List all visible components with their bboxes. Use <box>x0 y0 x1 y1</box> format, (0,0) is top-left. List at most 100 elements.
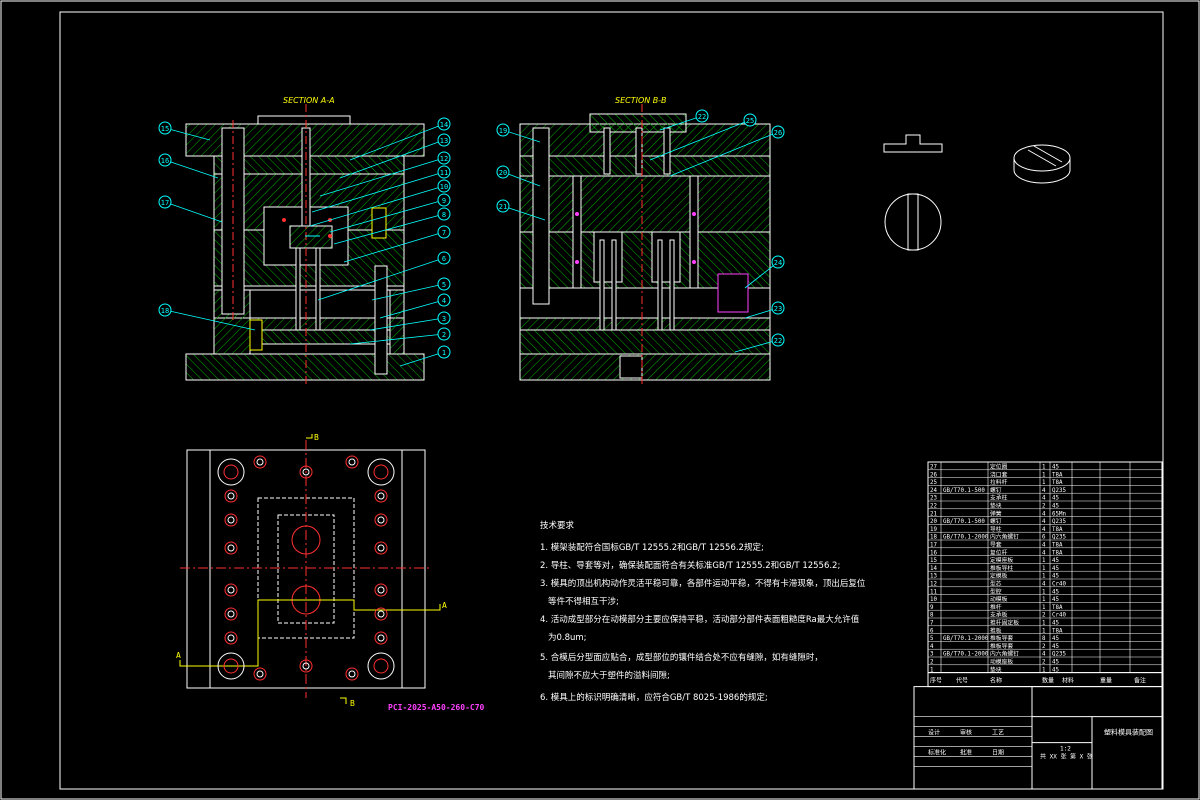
balloon-label: 13 <box>440 137 448 145</box>
bom-cell: GB/T70.1-500 <box>943 519 985 525</box>
balloon-circle <box>437 207 451 221</box>
bom-cell: 45 <box>1052 558 1059 564</box>
screw-hole <box>374 631 388 645</box>
a-detail-dot-1 <box>282 218 286 222</box>
a-ejector-pin-1 <box>295 247 301 331</box>
bom-cell: 1 <box>1042 480 1046 486</box>
b-detail-dot-3 <box>575 260 579 264</box>
balloon-leader <box>309 185 445 227</box>
bom-cell: 内六角螺钉 <box>990 650 1019 658</box>
screw-hole-inner <box>256 458 264 466</box>
bom-cell: 1 <box>1042 589 1046 595</box>
bom-cell: 7 <box>930 621 934 627</box>
bom-cell: 45 <box>1052 504 1059 510</box>
bom-cell: 4 <box>1042 582 1046 588</box>
sig-label: 设计 <box>928 729 940 737</box>
bom-cell: T8A <box>1052 472 1063 478</box>
bom-cell: 45 <box>1052 496 1059 502</box>
sig-label: 审核 <box>960 729 972 737</box>
screw-hole <box>374 607 388 621</box>
sig-label: 工艺 <box>992 729 1004 737</box>
b-ejector-pin-1 <box>599 239 605 331</box>
balloon-label: 16 <box>161 157 169 165</box>
plan-label-a-left: A <box>176 651 181 660</box>
bom-cell: T8A <box>1052 550 1063 556</box>
b-runner-2 <box>635 127 643 175</box>
balloon-circle <box>743 113 757 127</box>
balloon-label: 4 <box>442 297 446 305</box>
note-line: 6. 模具上的标识明确清晰，应符合GB/T 8025-1986的规定; <box>540 692 768 703</box>
screw-hole-inner <box>302 468 310 476</box>
bom-cell: 1 <box>930 667 934 673</box>
bom-cell: T8A <box>1052 543 1063 549</box>
bom-cell: 17 <box>930 543 937 549</box>
screw-hole-inner <box>227 492 235 500</box>
bom-cell: 型芯 <box>990 580 1002 588</box>
bom-cell: 2 <box>1042 644 1046 650</box>
part-top-slot <box>907 193 919 251</box>
bom-cell: 4 <box>1042 488 1046 494</box>
screw-hole <box>224 607 238 621</box>
screw-hole-inner <box>348 458 356 466</box>
bom-cell: Q235 <box>1052 535 1066 541</box>
bom-cell: T8A <box>1052 527 1063 533</box>
part-front-view <box>883 134 943 153</box>
bom-cell: 1 <box>1042 465 1046 471</box>
bom-cell: 4 <box>1042 527 1046 533</box>
screw-hole-inner <box>348 670 356 678</box>
plan-code: PCI-2025-A50-260-C70 <box>388 703 485 712</box>
screw-hole-inner <box>377 492 385 500</box>
bom-cell: 4 <box>1042 543 1046 549</box>
section-b-b-view: SECTION B-B <box>519 96 771 385</box>
b-runner-3 <box>663 127 671 175</box>
bom-cell: 24 <box>930 488 937 494</box>
bom-cell: 动模板 <box>990 595 1008 603</box>
screw-hole <box>299 465 313 479</box>
bom-cell: 45 <box>1052 621 1059 627</box>
bom-cell: 螺钉 <box>990 486 1002 494</box>
b-cavity-plate <box>519 175 771 233</box>
note-line: 5. 合模后分型面应贴合，成型部位的镶件结合处不应有缝隙，如有缝隙时， <box>540 652 823 663</box>
technical-notes: 技术要求 1. 模架装配符合国标GB/T 12555.2和GB/T 12556.… <box>540 520 866 703</box>
b-ejector-hole <box>619 355 643 379</box>
bom-cell: 15 <box>930 558 937 564</box>
a-locating-ring <box>257 115 351 125</box>
balloon-circle <box>158 195 172 209</box>
bom-cell: 8 <box>930 613 934 619</box>
bom-cell: 1 <box>1042 472 1046 478</box>
bom-header-cell: 材料 <box>1062 677 1074 685</box>
balloon-circle <box>496 123 510 137</box>
balloon-leader <box>333 213 445 245</box>
bom-cell: 4 <box>1042 519 1046 525</box>
bom-cell: T8A <box>1052 605 1063 611</box>
screw-hole-inner <box>227 610 235 618</box>
b-guide-pillar <box>532 127 550 305</box>
screw-hole <box>345 455 359 469</box>
bom-cell: 45 <box>1052 574 1059 580</box>
b-detail-dot-4 <box>692 260 696 264</box>
balloon-circle <box>771 333 785 347</box>
bom-cell: 推杆固定板 <box>990 619 1019 627</box>
a-screw <box>249 319 263 351</box>
bom-cell: 推板 <box>990 626 1002 634</box>
balloon-label: 22 <box>698 113 706 121</box>
balloon-leader <box>164 201 223 223</box>
bom-cell: GB/T70.1-2000 <box>943 652 989 658</box>
bom-cell: 14 <box>930 566 937 572</box>
bom-cell: 1 <box>1042 597 1046 603</box>
bom-header-cell: 序号 <box>930 677 942 685</box>
balloon-label: 19 <box>499 127 507 135</box>
b-ejector-pin-3 <box>657 239 663 331</box>
balloon-circle <box>437 293 451 307</box>
bom-cell: 动模座板 <box>990 658 1013 666</box>
b-side-pin-2 <box>689 175 699 289</box>
screw-hole <box>374 541 388 555</box>
screw-hole-inner <box>256 670 264 678</box>
b-fixed-plate <box>519 155 771 177</box>
notes-title: 技术要求 <box>540 520 575 531</box>
plan-cut-b-top <box>306 434 313 439</box>
balloon-label: 10 <box>440 183 448 191</box>
note-line: 等件不得相互干涉; <box>548 596 619 607</box>
bom-cell: Cr40 <box>1052 582 1066 588</box>
bom-cell: 弹簧 <box>990 509 1002 517</box>
